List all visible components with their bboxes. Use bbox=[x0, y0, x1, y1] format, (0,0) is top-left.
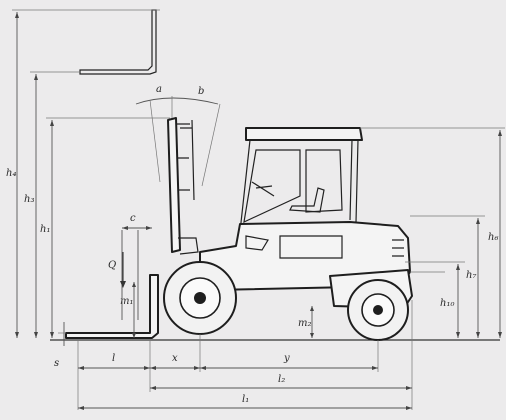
label-h6: h₆ bbox=[488, 232, 498, 243]
label-a: a bbox=[156, 84, 162, 95]
label-l: l bbox=[112, 353, 115, 364]
label-m2: m₂ bbox=[298, 318, 312, 329]
label-h1: h₁ bbox=[40, 224, 50, 235]
label-m1: m₁ bbox=[120, 296, 134, 307]
forklift-body bbox=[199, 127, 413, 309]
dimension-c: c bbox=[122, 213, 152, 230]
raised-fork bbox=[79, 9, 157, 75]
dimension-h10: h₁₀ bbox=[440, 264, 460, 338]
label-x: x bbox=[172, 353, 178, 364]
label-h7: h₇ bbox=[466, 270, 476, 281]
label-l1: l₁ bbox=[242, 394, 249, 405]
dimension-l2: l₂ bbox=[150, 374, 412, 390]
dimension-h6: h₆ bbox=[488, 130, 502, 338]
dimension-h4: h₄ bbox=[6, 12, 19, 338]
label-l2: l₂ bbox=[278, 374, 285, 385]
load-center-arrow: Q bbox=[108, 230, 139, 320]
dimension-h7: h₇ bbox=[466, 218, 480, 338]
lowered-fork bbox=[65, 274, 159, 339]
label-y: y bbox=[283, 353, 290, 364]
dimension-m1: m₁ bbox=[120, 282, 136, 338]
label-c: c bbox=[130, 213, 136, 224]
front-wheel bbox=[163, 261, 237, 335]
label-h4: h₄ bbox=[6, 168, 16, 179]
label-b: b bbox=[198, 86, 204, 97]
label-s: s bbox=[54, 358, 59, 369]
label-h10: h₁₀ bbox=[440, 298, 454, 309]
mast bbox=[167, 117, 199, 255]
dimension-s: s bbox=[54, 322, 66, 369]
dimension-l1: l₁ bbox=[78, 394, 412, 410]
label-h3: h₃ bbox=[24, 194, 34, 205]
rear-wheel bbox=[347, 279, 409, 341]
dimension-h1: h₁ bbox=[40, 120, 54, 338]
label-Q: Q bbox=[108, 260, 116, 271]
height-extension-lines bbox=[12, 9, 505, 273]
dimension-m2: m₂ bbox=[298, 306, 314, 338]
dimension-tilt: a b bbox=[135, 84, 221, 187]
dimension-l-x-y: l x y bbox=[77, 300, 413, 410]
dimension-h3: h₃ bbox=[24, 74, 38, 338]
